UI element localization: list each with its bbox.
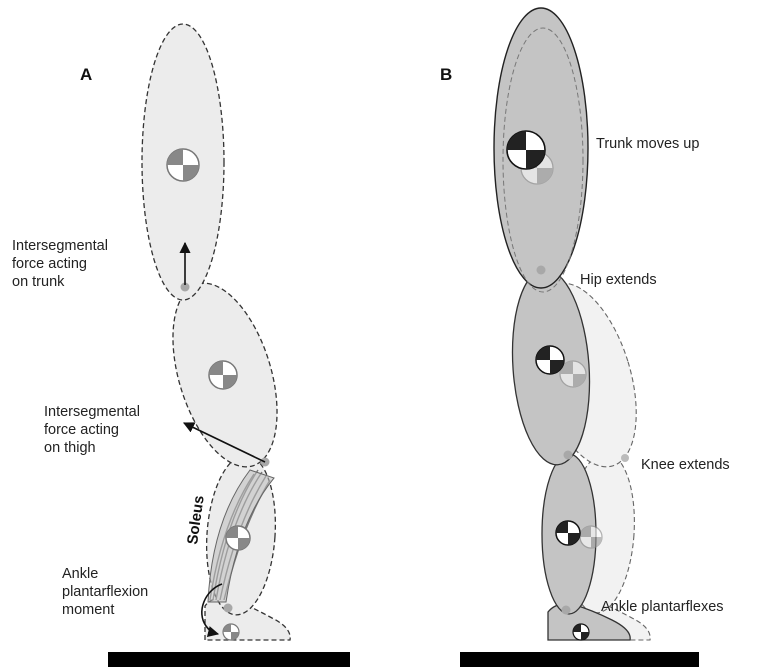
thigh-com-a: [209, 361, 237, 389]
ground-a: [108, 652, 350, 667]
trunk-com-b: [507, 131, 545, 169]
ankle-plantarflexes-label: Ankle plantarflexes: [601, 599, 724, 615]
foot-com-b: [573, 624, 589, 640]
knee-joint-b-ghost: [621, 454, 629, 462]
shank-com-b: [556, 521, 580, 545]
panel-b-label: B: [440, 65, 452, 84]
soleus-label: Soleus: [184, 494, 208, 545]
thigh-com-b: [536, 346, 564, 374]
panel-a: A: [12, 24, 350, 667]
ankle-moment-label: Ankle plantarflexion moment: [62, 566, 152, 618]
panel-a-label: A: [80, 65, 92, 84]
trunk-com-a: [167, 149, 199, 181]
ankle-joint-b: [562, 606, 571, 615]
ground-b: [460, 652, 699, 667]
hip-joint-b: [537, 266, 546, 275]
panel-b: B: [440, 8, 730, 667]
hip-extends-label: Hip extends: [580, 272, 657, 288]
knee-joint-b: [564, 451, 573, 460]
knee-extends-label: Knee extends: [641, 457, 730, 473]
ankle-joint-a: [224, 604, 233, 613]
trunk-force-label: Intersegmental force acting on trunk: [12, 238, 112, 290]
shank-com-b-ghost: [580, 526, 602, 548]
foot-com-a: [223, 624, 239, 640]
shank-com-a: [226, 526, 250, 550]
trunk-moves-label: Trunk moves up: [596, 136, 699, 152]
thigh-force-label: Intersegmental force acting on thigh: [44, 404, 144, 456]
